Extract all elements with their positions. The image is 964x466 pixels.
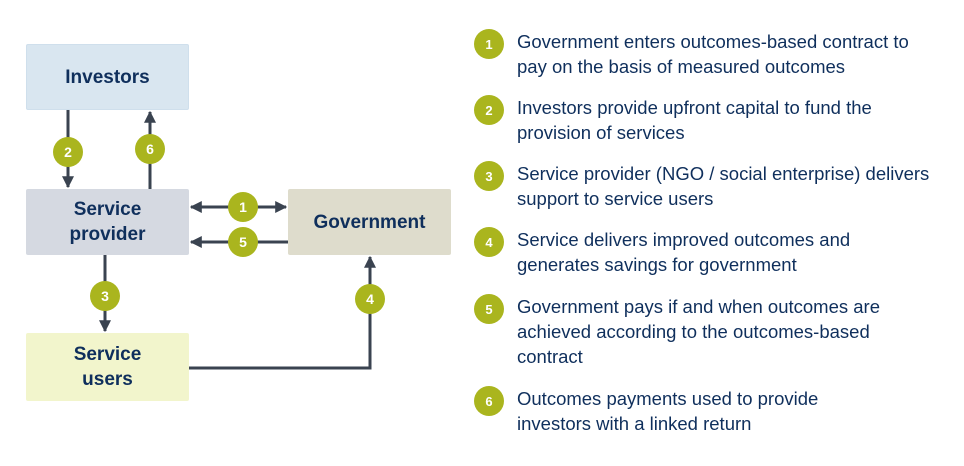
legend-badge: 6 xyxy=(474,386,504,416)
legend-text: Service provider (NGO / social enterpris… xyxy=(517,163,930,209)
legend-badge: 5 xyxy=(474,294,504,324)
step-badge-6: 6 xyxy=(135,134,165,164)
legend-badge: 4 xyxy=(474,227,504,257)
node-investors-label: Investors xyxy=(65,66,150,88)
node-government-label: Government xyxy=(313,211,426,233)
legend-item: 6 Outcomes payments used to provide inve… xyxy=(474,386,877,436)
legend-item: 2 Investors provide upfront capital to f… xyxy=(474,95,937,145)
legend-text: Government pays if and when outcomes are… xyxy=(517,296,880,367)
legend-item: 5 Government pays if and when outcomes a… xyxy=(474,294,937,369)
legend-item: 4 Service delivers improved outcomes and… xyxy=(474,227,917,277)
node-service-users: Service users xyxy=(26,333,189,401)
legend-badge: 2 xyxy=(474,95,504,125)
node-service-users-label: Service users xyxy=(73,344,142,390)
step-badge-3: 3 xyxy=(90,281,120,311)
legend-badge: 1 xyxy=(474,29,504,59)
node-service-provider: Service provider xyxy=(26,189,189,255)
legend-text: Outcomes payments used to provide invest… xyxy=(517,388,819,434)
step-badge-2: 2 xyxy=(53,137,83,167)
legend-item: 1 Government enters outcomes-based contr… xyxy=(474,29,937,79)
legend-item: 3 Service provider (NGO / social enterpr… xyxy=(474,161,937,211)
legend-text: Government enters outcomes-based contrac… xyxy=(517,31,909,77)
arrow-users-to-government xyxy=(189,255,376,370)
node-investors: Investors xyxy=(26,44,189,110)
legend-text: Investors provide upfront capital to fun… xyxy=(517,97,872,143)
step-badge-1: 1 xyxy=(228,192,258,222)
legend-badge: 3 xyxy=(474,161,504,191)
legend-text: Service delivers improved outcomes and g… xyxy=(517,229,851,275)
node-service-provider-label: Service provider xyxy=(69,199,146,245)
step-badge-4: 4 xyxy=(355,284,385,314)
node-government: Government xyxy=(288,189,451,255)
step-badge-5: 5 xyxy=(228,227,258,257)
